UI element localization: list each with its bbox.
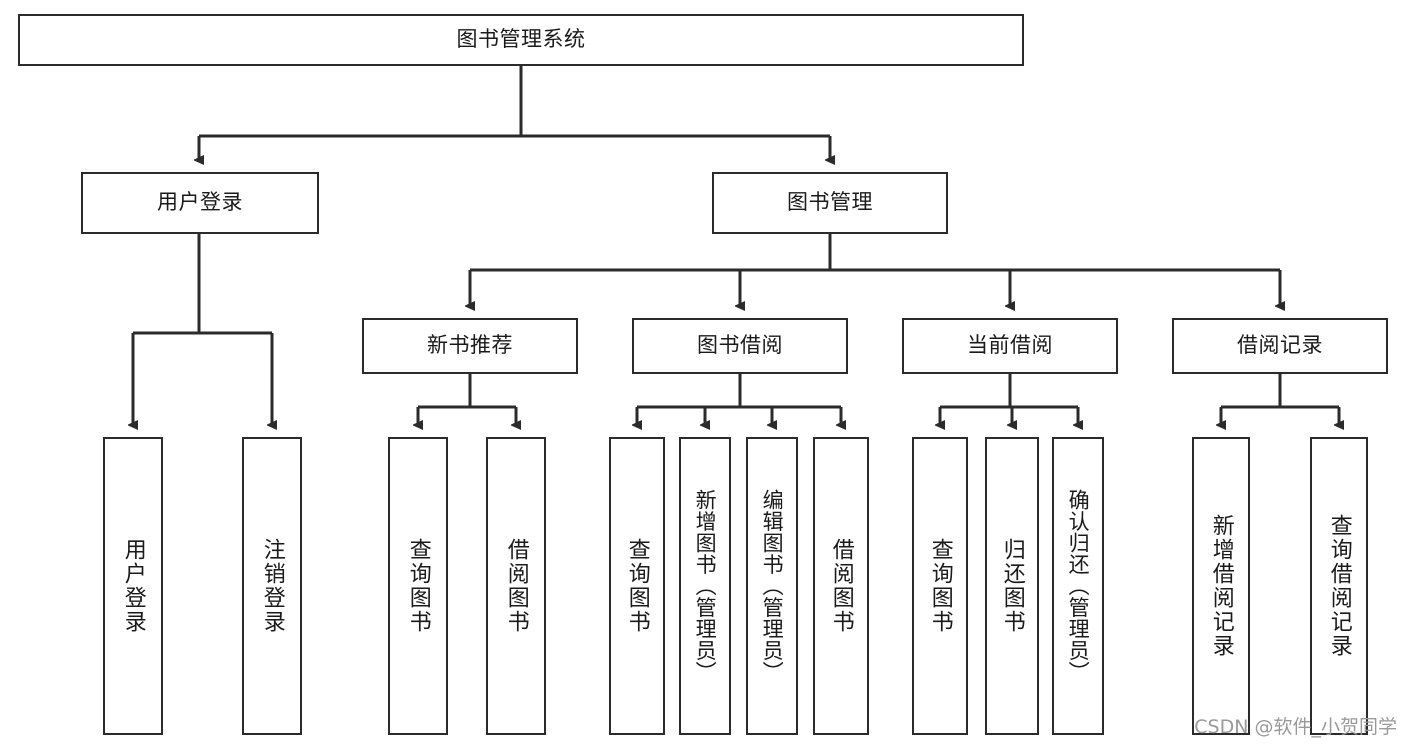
node-book-borrow[interactable]: 图书借阅: [632, 318, 848, 374]
node-current-borrow[interactable]: 当前借阅: [902, 318, 1118, 374]
leaf-current-query-book[interactable]: 查询图书: [912, 437, 968, 735]
node-book-management[interactable]: 图书管理: [712, 172, 948, 234]
leaf-borrow-add-book-admin[interactable]: 新增图书（管理员）: [679, 437, 731, 735]
leaf-user-logout[interactable]: 注销登录: [242, 437, 302, 735]
node-new-book-recommend[interactable]: 新书推荐: [362, 318, 578, 374]
leaf-newbook-borrow-book[interactable]: 借阅图书: [486, 437, 546, 735]
node-user-login[interactable]: 用户登录: [81, 172, 319, 234]
leaf-borrow-borrow-book[interactable]: 借阅图书: [813, 437, 869, 735]
leaf-current-return-book[interactable]: 归还图书: [985, 437, 1039, 735]
leaf-current-confirm-return-admin[interactable]: 确认归还（管理员）: [1052, 437, 1104, 735]
leaf-records-add-record[interactable]: 新增借阅记录: [1192, 437, 1250, 735]
node-borrow-records[interactable]: 借阅记录: [1172, 318, 1388, 374]
node-root-system[interactable]: 图书管理系统: [18, 14, 1024, 66]
leaf-user-login[interactable]: 用户登录: [103, 437, 163, 735]
leaf-records-query-record[interactable]: 查询借阅记录: [1310, 437, 1368, 735]
watermark-text: CSDN @软件_小贺同学: [1194, 716, 1397, 738]
leaf-borrow-query-book[interactable]: 查询图书: [609, 437, 665, 735]
leaf-borrow-edit-book-admin[interactable]: 编辑图书（管理员）: [746, 437, 798, 735]
leaf-newbook-query-book[interactable]: 查询图书: [388, 437, 448, 735]
